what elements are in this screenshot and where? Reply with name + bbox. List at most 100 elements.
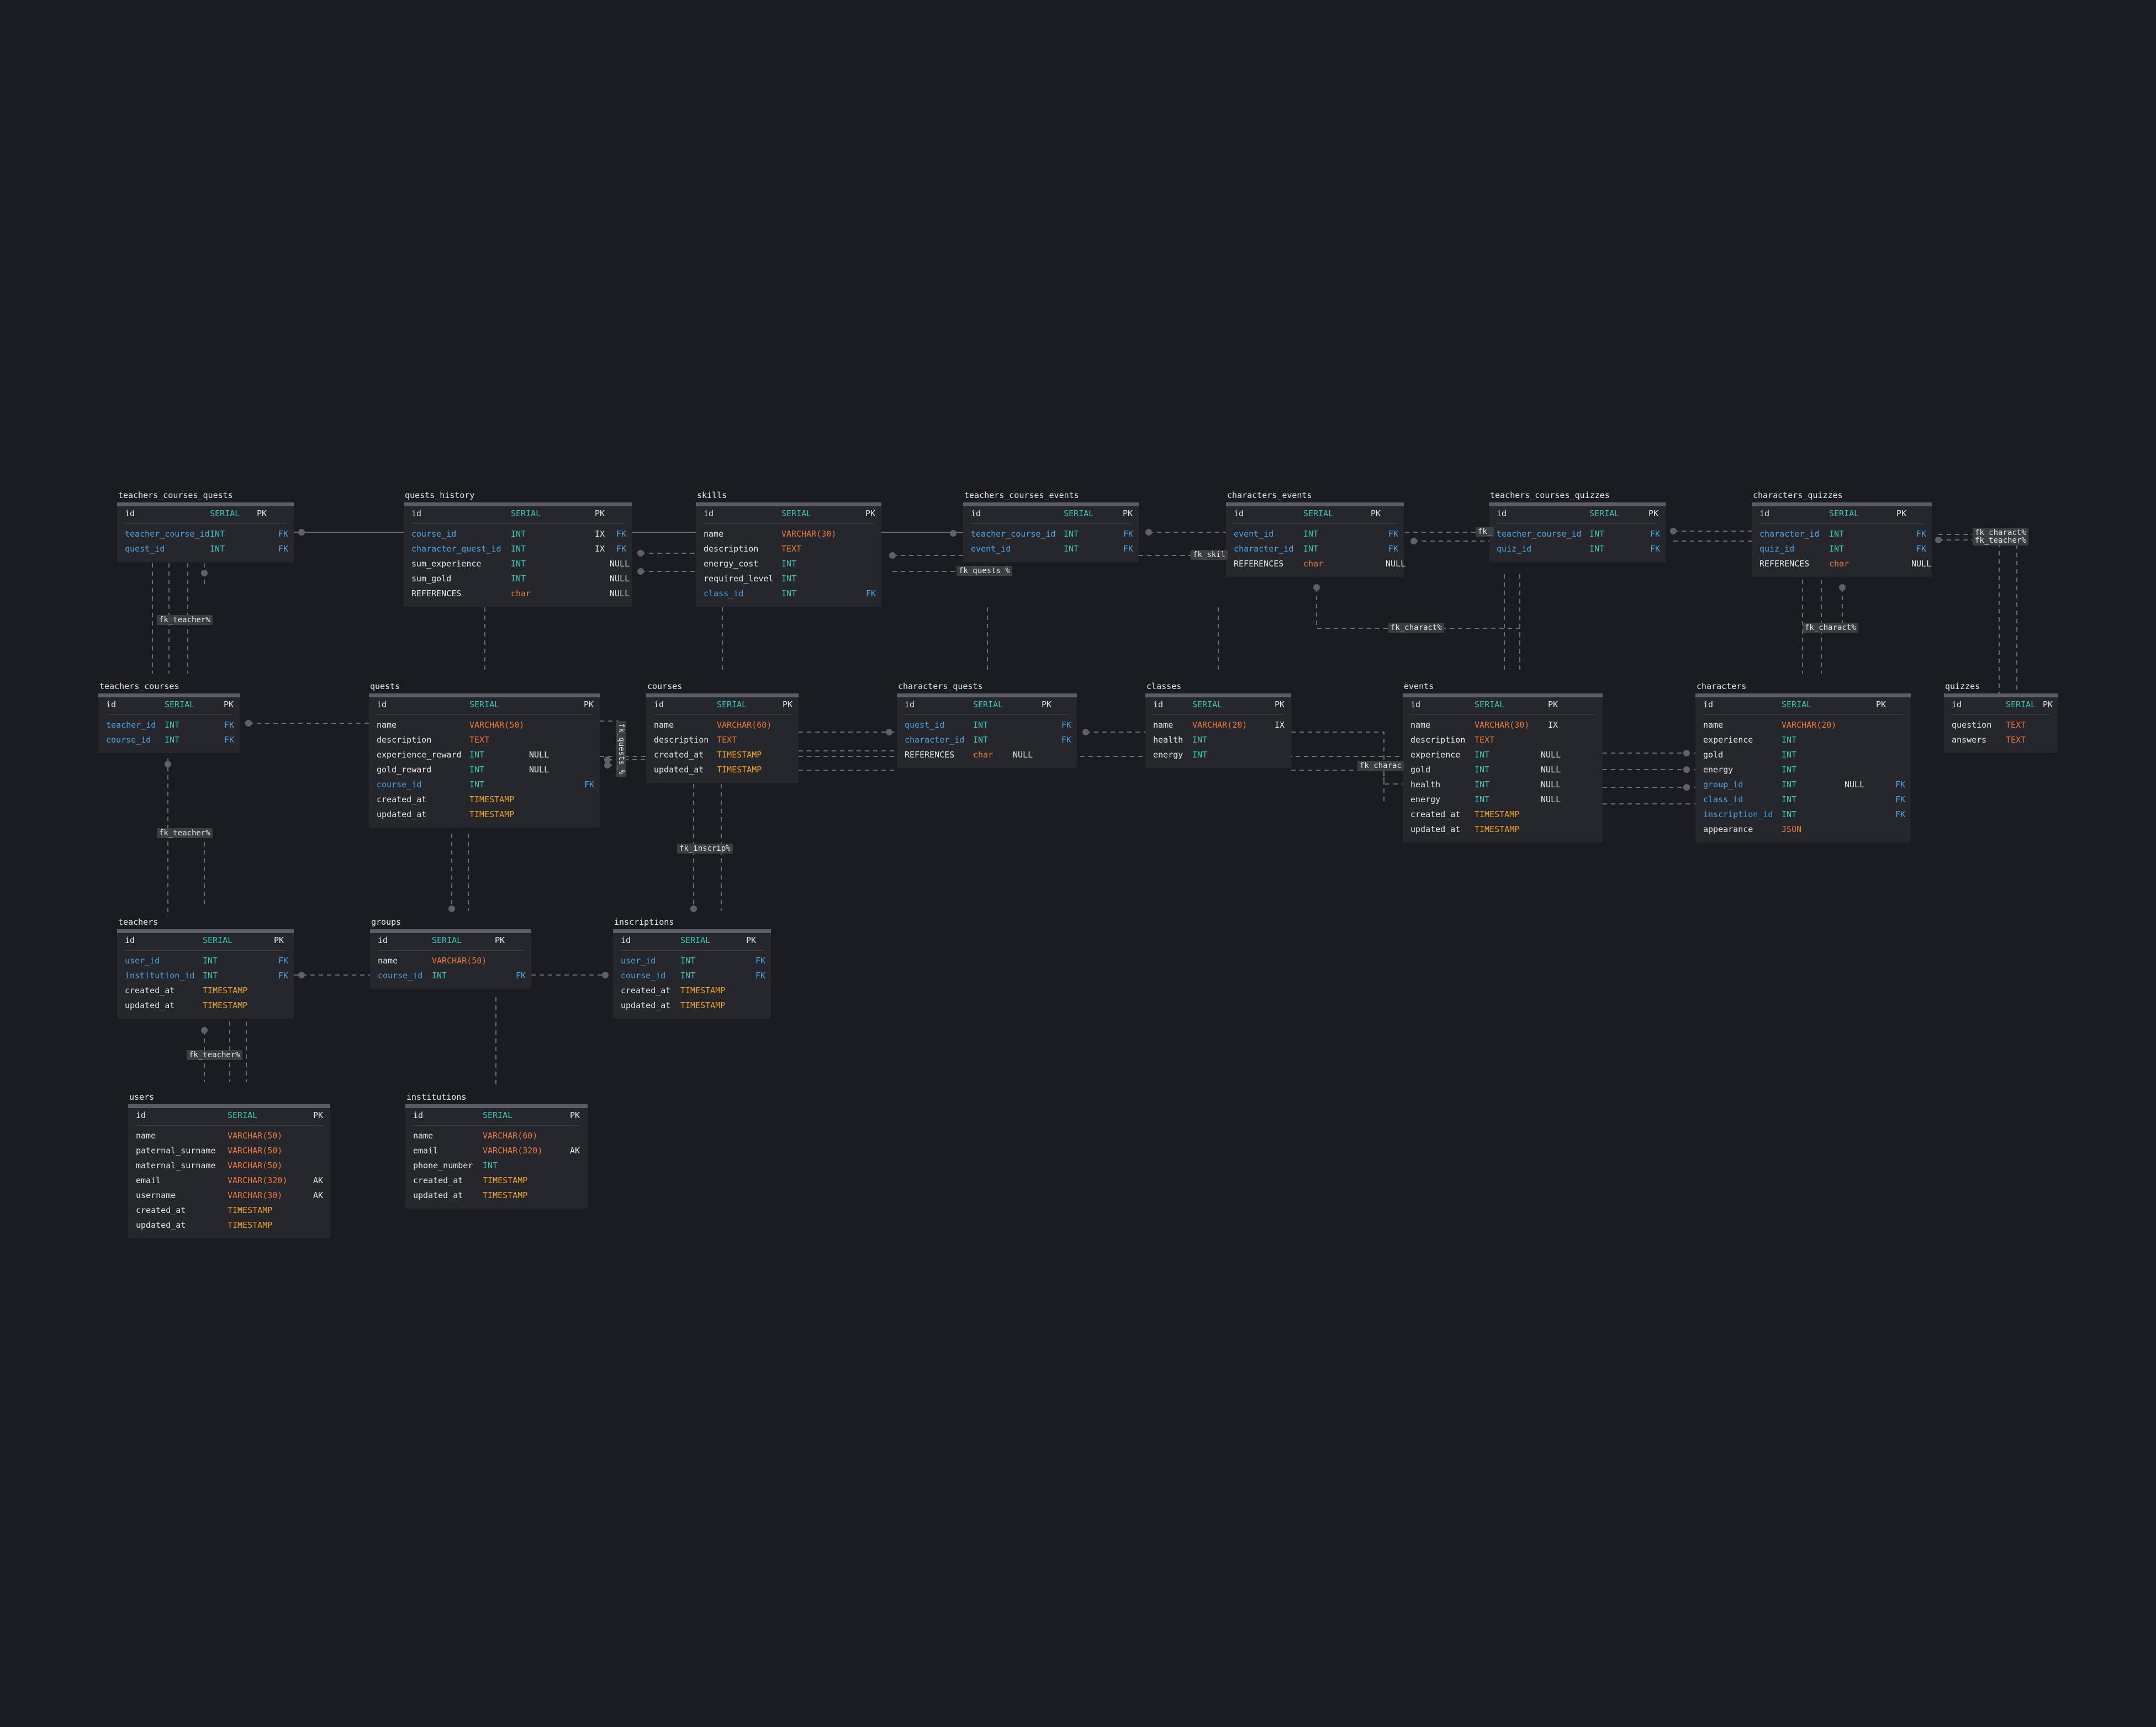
table-institutions[interactable]: institutionsidSERIALPKnameVARCHAR(60)ema… <box>405 1092 588 1209</box>
table-row[interactable]: goldINTNULL <box>1403 762 1603 777</box>
table-row[interactable]: idSERIALPK <box>897 697 1077 712</box>
table-row[interactable]: teacher_course_idINTFK <box>1489 527 1666 542</box>
table-row[interactable]: created_atTIMESTAMP <box>117 983 294 998</box>
table-teachers[interactable]: teachersidSERIALPKuser_idINTFKinstitutio… <box>117 917 294 1019</box>
table-row[interactable]: nameVARCHAR(50) <box>128 1129 330 1143</box>
table-row[interactable]: gold_rewardINTNULL <box>369 762 600 777</box>
table-characters-events[interactable]: characters_eventsidSERIALPKevent_idINTFK… <box>1226 490 1405 577</box>
table-row[interactable]: sum_goldINTNULL <box>404 571 632 586</box>
table-row[interactable]: created_atTIMESTAMP <box>646 748 799 762</box>
table-row[interactable]: healthINTNULL <box>1403 777 1603 792</box>
table-groups[interactable]: groupsidSERIALPKnameVARCHAR(50)course_id… <box>370 917 531 989</box>
table-row[interactable]: idSERIALPK <box>1145 697 1291 712</box>
table-row[interactable]: energyINT <box>1145 748 1291 762</box>
table-row[interactable]: idSERIALPK <box>1489 506 1666 521</box>
table-row[interactable]: energyINTNULL <box>1403 792 1603 807</box>
table-row[interactable]: REFERENCEScharNULL <box>1752 557 1932 571</box>
table-row[interactable]: teacher_idINTFK <box>98 718 240 733</box>
table-row[interactable]: user_idINTFK <box>613 953 771 968</box>
table-row[interactable]: created_atTIMESTAMP <box>369 792 600 807</box>
table-row[interactable]: nameVARCHAR(20)IX <box>1145 718 1291 733</box>
table-row[interactable]: event_idINTFK <box>963 542 1139 557</box>
table-row[interactable]: experienceINT <box>1695 733 1911 748</box>
table-courses[interactable]: coursesidSERIALPKnameVARCHAR(60)descript… <box>646 681 799 783</box>
table-row[interactable]: quiz_idINTFK <box>1752 542 1932 557</box>
table-row[interactable]: idSERIALPK <box>117 933 294 948</box>
table-row[interactable]: updated_atTIMESTAMP <box>369 807 600 822</box>
table-row[interactable]: character_idINTFK <box>1226 542 1404 557</box>
table-teachers-courses[interactable]: teachers_coursesidSERIALPKteacher_idINTF… <box>98 681 240 753</box>
table-row[interactable]: updated_atTIMESTAMP <box>117 998 294 1013</box>
table-row[interactable]: idSERIALPK <box>98 697 240 712</box>
table-row[interactable]: nameVARCHAR(50) <box>370 953 531 968</box>
table-skills[interactable]: skillsidSERIALPKnameVARCHAR(30)descripti… <box>696 490 881 607</box>
table-events[interactable]: eventsidSERIALPKnameVARCHAR(30)IXdescrip… <box>1403 681 1603 843</box>
table-quests-history[interactable]: quests_historyidSERIALPKcourse_idINTIXFK… <box>404 490 632 607</box>
table-row[interactable]: goldINT <box>1695 748 1911 762</box>
table-row[interactable]: created_atTIMESTAMP <box>405 1173 588 1188</box>
table-row[interactable]: idSERIALPK <box>1403 697 1603 712</box>
table-row[interactable]: class_idINTFK <box>696 586 881 601</box>
table-row[interactable]: idSERIALPK <box>1944 697 2058 712</box>
table-row[interactable]: idSERIALPK <box>1695 697 1911 712</box>
table-classes[interactable]: classesidSERIALPKnameVARCHAR(20)IXhealth… <box>1145 681 1291 768</box>
table-row[interactable]: course_idINTFK <box>370 968 531 983</box>
table-row[interactable]: REFERENCEScharNULL <box>1226 557 1405 571</box>
table-row[interactable]: teacher_course_idINTFK <box>963 527 1139 542</box>
table-row[interactable]: REFERENCEScharNULL <box>897 748 1077 762</box>
table-row[interactable]: user_idINTFK <box>117 953 294 968</box>
table-row[interactable]: experience_rewardINTNULL <box>369 748 600 762</box>
table-row[interactable]: usernameVARCHAR(30)AK <box>128 1188 330 1203</box>
table-row[interactable]: nameVARCHAR(60) <box>405 1129 588 1143</box>
table-quizzes[interactable]: quizzesidSERIALPKquestionTEXTanswersTEXT <box>1944 681 2058 753</box>
table-row[interactable]: paternal_surnameVARCHAR(50) <box>128 1143 330 1158</box>
table-row[interactable]: sum_experienceINTNULL <box>404 557 632 571</box>
table-row[interactable]: character_quest_idINTIXFK <box>404 542 632 557</box>
table-inscriptions[interactable]: inscriptionsidSERIALPKuser_idINTFKcourse… <box>613 917 771 1019</box>
table-row[interactable]: idSERIALPK <box>1226 506 1404 521</box>
table-row[interactable]: quiz_idINTFK <box>1489 542 1666 557</box>
table-row[interactable]: inscription_idINTFK <box>1695 807 1911 822</box>
table-row[interactable]: questionTEXT <box>1944 718 2058 733</box>
table-characters-quizzes[interactable]: characters_quizzesidSERIALPKcharacter_id… <box>1752 490 1932 577</box>
table-row[interactable]: updated_atTIMESTAMP <box>613 998 771 1013</box>
table-row[interactable]: nameVARCHAR(30)IX <box>1403 718 1603 733</box>
table-teachers-courses-quests[interactable]: teachers_courses_questsidSERIALPKteacher… <box>117 490 294 562</box>
table-row[interactable]: descriptionTEXT <box>696 542 881 557</box>
table-row[interactable]: energyINT <box>1695 762 1911 777</box>
table-row[interactable]: character_idINTFK <box>1752 527 1932 542</box>
table-row[interactable]: phone_numberINT <box>405 1158 588 1173</box>
table-row[interactable]: course_idINTFK <box>613 968 771 983</box>
table-row[interactable]: updated_atTIMESTAMP <box>128 1218 330 1233</box>
table-row[interactable]: quest_idINTFK <box>897 718 1077 733</box>
table-row[interactable]: nameVARCHAR(50) <box>369 718 600 733</box>
table-row[interactable]: course_idINTFK <box>369 777 600 792</box>
table-characters[interactable]: charactersidSERIALPKnameVARCHAR(20)exper… <box>1695 681 1911 843</box>
table-row[interactable]: idSERIALPK <box>370 933 531 948</box>
table-users[interactable]: usersidSERIALPKnameVARCHAR(50)paternal_s… <box>128 1092 330 1238</box>
table-row[interactable]: appearanceJSON <box>1695 822 1911 837</box>
table-row[interactable]: course_idINTFK <box>98 733 240 748</box>
table-row[interactable]: experienceINTNULL <box>1403 748 1603 762</box>
table-row[interactable]: nameVARCHAR(60) <box>646 718 799 733</box>
table-row[interactable]: institution_idINTFK <box>117 968 294 983</box>
table-row[interactable]: idSERIALPK <box>128 1108 330 1123</box>
table-row[interactable]: class_idINTFK <box>1695 792 1911 807</box>
table-row[interactable]: idSERIALPK <box>405 1108 588 1123</box>
table-row[interactable]: descriptionTEXT <box>646 733 799 748</box>
table-row[interactable]: idSERIALPK <box>963 506 1139 521</box>
table-row[interactable]: character_idINTFK <box>897 733 1077 748</box>
table-teachers-courses-events[interactable]: teachers_courses_eventsidSERIALPKteacher… <box>963 490 1139 562</box>
table-row[interactable]: idSERIALPK <box>646 697 799 712</box>
table-row[interactable]: idSERIALPK <box>117 506 294 521</box>
table-characters-quests[interactable]: characters_questsidSERIALPKquest_idINTFK… <box>897 681 1077 768</box>
table-row[interactable]: event_idINTFK <box>1226 527 1404 542</box>
table-row[interactable]: required_levelINT <box>696 571 881 586</box>
table-row[interactable]: nameVARCHAR(30) <box>696 527 881 542</box>
table-row[interactable]: idSERIALPK <box>696 506 881 521</box>
table-row[interactable]: created_atTIMESTAMP <box>128 1203 330 1218</box>
table-row[interactable]: quest_idINTFK <box>117 542 294 557</box>
table-row[interactable]: answersTEXT <box>1944 733 2058 748</box>
table-row[interactable]: REFERENCEScharNULL <box>404 586 632 601</box>
table-row[interactable]: healthINT <box>1145 733 1291 748</box>
